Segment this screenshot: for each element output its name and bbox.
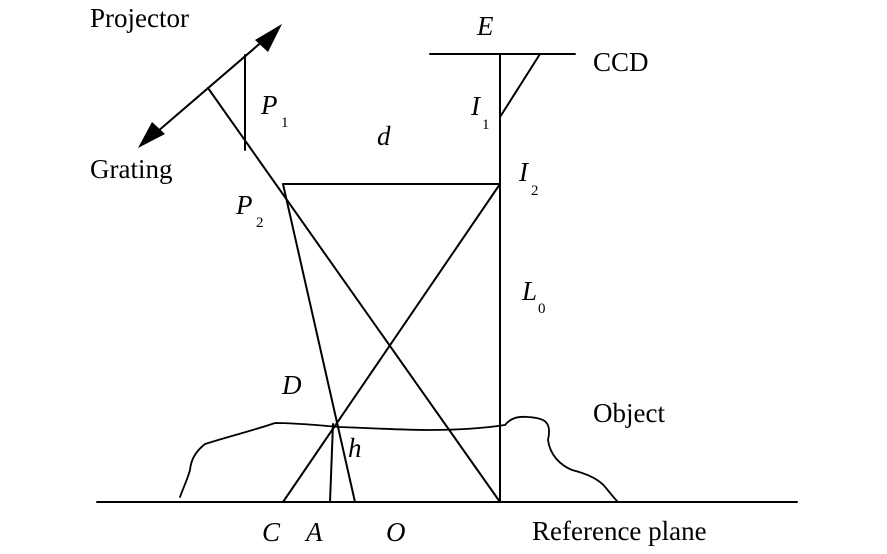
point-i1-subscript: 1 <box>482 117 490 133</box>
distance-l0-label: L <box>521 276 537 306</box>
point-p2-subscript: 2 <box>256 215 264 231</box>
point-o-label: O <box>386 517 406 547</box>
object-label: Object <box>593 398 665 428</box>
point-c-label: C <box>262 517 281 547</box>
point-i1-label: I <box>470 91 482 121</box>
ccd-ray <box>499 53 541 118</box>
point-p1-label: P <box>260 90 278 120</box>
projector-label: Projector <box>90 3 189 33</box>
grating-label: Grating <box>90 154 172 184</box>
point-i2-label: I <box>518 157 530 187</box>
point-i2-subscript: 2 <box>531 183 539 199</box>
distance-l0-subscript: 0 <box>538 301 546 317</box>
height-h-label: h <box>348 433 362 463</box>
imaging-ray-i2-c <box>282 183 501 503</box>
point-e-label: E <box>476 11 494 41</box>
object-surface <box>179 415 618 502</box>
projection-ray-p2-a <box>282 183 356 503</box>
distance-d-label: d <box>377 121 391 151</box>
projection-ray-p1-o <box>207 87 501 503</box>
point-p2-label: P <box>235 190 253 220</box>
ccd-label: CCD <box>593 47 649 77</box>
projector-arrowhead <box>255 24 282 52</box>
reference-plane-label: Reference plane <box>532 516 707 546</box>
height-h-line <box>329 423 334 503</box>
grating-arrowhead <box>138 122 165 148</box>
point-a-label: A <box>304 517 323 547</box>
point-d-label: D <box>281 370 302 400</box>
projector-grating-axis <box>149 33 272 139</box>
point-p1-subscript: 1 <box>281 115 289 131</box>
